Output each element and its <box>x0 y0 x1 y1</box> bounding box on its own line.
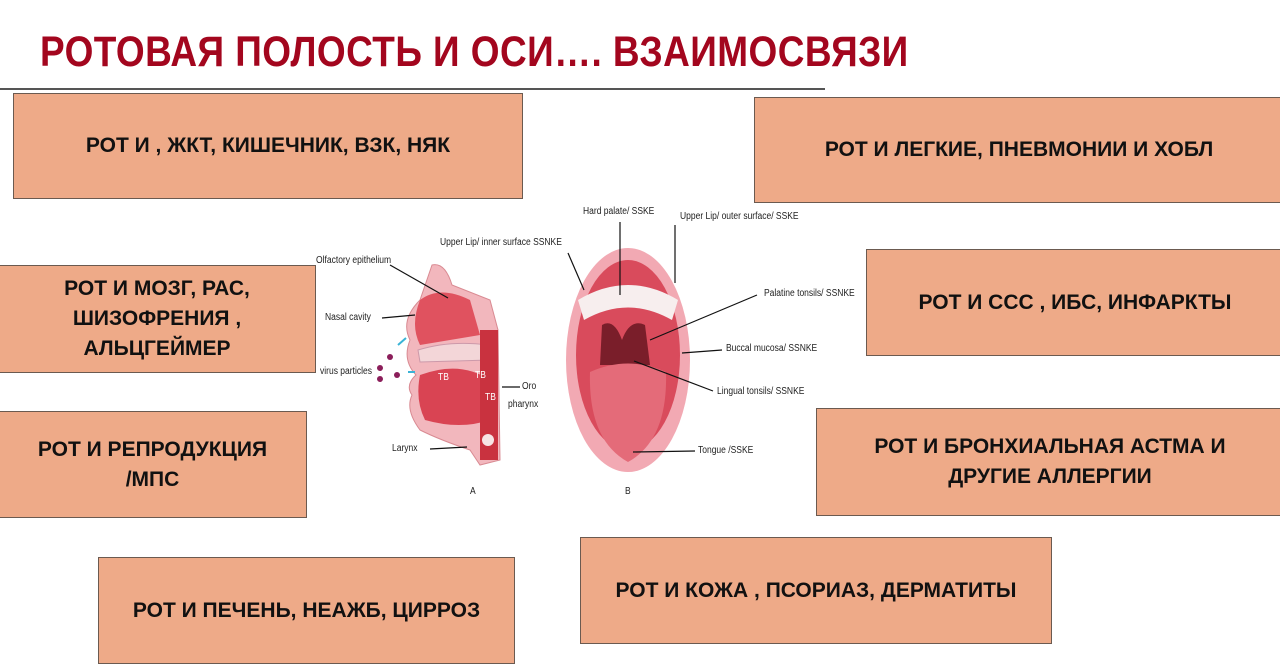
box-lungs: РОТ И ЛЕГКИЕ, ПНЕВМОНИИ И ХОБЛ <box>754 97 1280 203</box>
box-asthma: РОТ И БРОНХИАЛЬНАЯ АСТМА И ДРУГИЕ АЛЛЕРГИ… <box>816 408 1280 516</box>
title-divider <box>0 88 825 90</box>
label-upper-lip-inner: Upper Lip/ inner surface SSNKE <box>440 237 562 248</box>
label-upper-lip-outer: Upper Lip/ outer surface/ SSKE <box>680 211 799 222</box>
virus-particles-icon <box>377 354 400 382</box>
box-skin: РОТ И КОЖА , ПСОРИАЗ, ДЕРМАТИТЫ <box>580 537 1052 644</box>
box-text: РОТ И ССС , ИБС, ИНФАРКТЫ <box>918 290 1232 314</box>
airflow-arrows <box>397 337 415 373</box>
box-text: РОТ И РЕПРОДУКЦИЯ <box>37 437 268 461</box>
label-tongue: Tongue /SSKE <box>698 445 754 456</box>
box-text: АЛЬЦГЕЙМЕР <box>83 337 231 360</box>
box-text: РОТ И , ЖКТ, КИШЕЧНИК, ВЗК, НЯК <box>85 134 451 157</box>
label-tb: TB <box>485 392 496 403</box>
label-oro: Oro <box>522 381 537 392</box>
label-palatine-tonsils: Palatine tonsils/ SSNKE <box>764 288 855 299</box>
label-lingual-tonsils: Lingual tonsils/ SSNKE <box>717 386 805 397</box>
box-text: ШИЗОФРЕНИЯ , <box>72 307 242 330</box>
box-cardio: РОТ И ССС , ИБС, ИНФАРКТЫ <box>866 249 1280 356</box>
box-brain: РОТ И МОЗГ, РАС, ШИЗОФРЕНИЯ , АЛЬЦГЕЙМЕР <box>0 265 316 373</box>
box-liver: РОТ И ПЕЧЕНЬ, НЕАЖБ, ЦИРРОЗ <box>98 557 515 664</box>
slide-title: РОТОВАЯ ПОЛОСТЬ И ОСИ…. ВЗАИМОСВЯЗИ <box>40 28 909 76</box>
label-hard-palate: Hard palate/ SSKE <box>583 206 655 217</box>
box-text: РОТ И ПЕЧЕНЬ, НЕАЖБ, ЦИРРОЗ <box>132 598 481 622</box>
label-tb: TB <box>438 372 449 383</box>
label-nasal-cavity: Nasal cavity <box>325 312 371 323</box>
box-text: ДРУГИЕ АЛЛЕРГИИ <box>948 465 1152 488</box>
caption-a: A <box>470 486 476 497</box>
box-gi: РОТ И , ЖКТ, КИШЕЧНИК, ВЗК, НЯК <box>13 93 523 199</box>
label-tb: TB <box>475 370 486 381</box>
sagittal-head-drawing <box>406 264 501 466</box>
label-olfactory-epithelium: Olfactory epithelium <box>316 255 392 266</box>
label-pharynx: pharynx <box>508 399 539 410</box>
caption-b: B <box>625 486 631 497</box>
panel-a-leader-lines <box>381 264 520 450</box>
box-text: /МПС <box>125 467 180 491</box>
box-text: РОТ И БРОНХИАЛЬНАЯ АСТМА И <box>874 435 1226 458</box>
box-text: РОТ И ЛЕГКИЕ, ПНЕВМОНИИ И ХОБЛ <box>824 138 1214 161</box>
box-text: РОТ И МОЗГ, РАС, <box>64 277 250 300</box>
label-buccal-mucosa: Buccal mucosa/ SSNKE <box>726 343 818 354</box>
label-virus-particles: virus particles <box>320 366 372 377</box>
box-reproduction: РОТ И РЕПРОДУКЦИЯ/МПС <box>0 411 307 518</box>
panel-b-leader-lines <box>567 222 758 453</box>
box-text: РОТ И КОЖА , ПСОРИАЗ, ДЕРМАТИТЫ <box>615 578 1017 602</box>
label-larynx: Larynx <box>392 443 418 454</box>
open-mouth-drawing <box>566 248 690 472</box>
